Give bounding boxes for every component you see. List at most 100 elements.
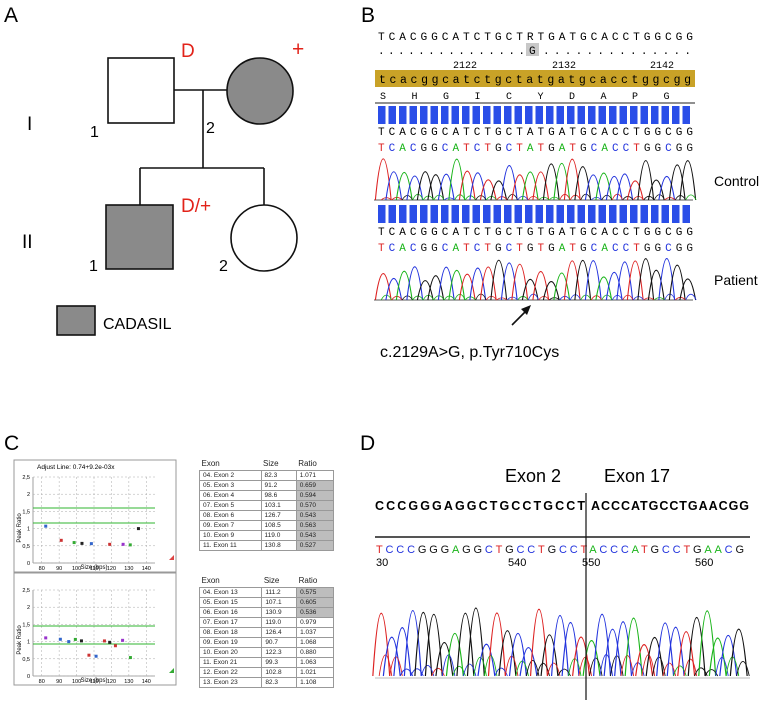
trace-peak [666,626,685,677]
base-call: G [495,143,502,155]
trace-peak [456,612,475,677]
trace-peak [595,172,613,201]
trace-peak [553,163,571,201]
data-point [67,640,71,644]
trace-peak [647,269,665,301]
quality-bar [546,106,554,124]
x-tick-label: 140 [142,566,151,572]
table2-size-cell: 90.7 [261,637,298,648]
data-point [121,542,125,546]
trace-peak [593,613,612,677]
x-tick-label: 120 [107,679,116,685]
trace-peak [477,643,496,677]
trace-peak [572,636,591,677]
data-point [113,644,117,648]
junction-seq-right: ACCCATGCCTGAACGG [591,499,749,513]
quality-bar [567,205,575,223]
table1-ratio-cell: 0.527 [295,540,335,551]
table2-size-cell: 99.3 [261,657,298,668]
data-point [80,541,84,545]
individual-ii2-female [230,204,298,272]
trace-peak [521,171,539,201]
trace-noise [704,669,719,677]
base-call: G [431,143,438,155]
table2-ratio-cell: 0.979 [296,617,334,628]
quality-bar [651,205,659,223]
table2-exon-cell: 09. Exon 19 [198,637,263,648]
quality-bar [619,205,627,223]
table1-exon-cell: 05. Exon 3 [199,480,262,491]
trace-peak [582,640,601,677]
table1-size-cell: 119.0 [260,530,297,541]
quality-bar [399,205,407,223]
quality-bar [682,205,690,223]
x-tick-label: 80 [39,679,45,685]
table1-size-cell: 103.1 [260,500,297,511]
x-tick-label: 120 [107,566,116,572]
trace-peak [490,260,508,301]
plot1-ylabel: Peak Ratio [17,513,23,543]
table2-size-cell: 126.4 [261,627,298,638]
trace-peak [395,172,413,201]
breakpoint-chromatogram [372,607,750,677]
quality-bar [514,106,522,124]
base-call: C [559,544,567,556]
table1-size-cell: 91.2 [260,480,297,491]
table2-ratio-cell: 1.068 [296,637,334,648]
data-point [73,637,77,641]
trace-peak [508,633,527,677]
trace-peak [385,277,403,301]
table1-ratio-cell: 1.071 [295,470,335,481]
quality-bar [577,106,585,124]
panel-c-label: C [4,432,19,455]
base-call: A [559,143,566,155]
trace-peak [424,613,443,677]
trace-peak [382,636,401,677]
trace-noise [431,667,445,677]
trace-noise [673,665,687,677]
panel-a-label: A [4,4,18,27]
base-call: C [442,143,449,155]
quality-bar [378,106,386,124]
base-call: C [591,243,598,255]
trace-peak [385,171,403,201]
base-call: C [665,143,672,155]
plot1-points [44,524,140,547]
quality-bar [388,205,396,223]
trace-peak [550,615,570,677]
junction-seq-left: CCCGGGAGGCTGCCTGCCT [375,499,585,513]
table2-exon-cell: 13. Exon 23 [198,677,263,688]
table2-exon-cell: 08. Exon 18 [198,627,263,638]
table2-header-ratio: Ratio [298,576,318,585]
amino-acid: A [601,92,607,103]
base-call: C [612,143,619,155]
position-tick: 550 [582,557,600,569]
base-call: C [623,143,630,155]
plot2-frame [13,572,177,686]
base-call: A [452,243,459,255]
trace-peak [637,160,655,201]
table1-ratio-cell: 0.563 [295,520,335,531]
quality-bar [399,106,407,124]
x-tick-label: 90 [56,679,62,685]
base-call: G [654,243,661,255]
base-call: G [473,544,482,556]
trace-peak [479,266,497,301]
base-call: C [410,243,417,255]
reference-sequence: TCACGGCATCTGCTRTGATGCACCTGGCGG [378,32,693,44]
amino-acid: G [443,92,449,103]
table1-header: Exon Size Ratio [200,459,334,471]
amino-acid: P [632,92,638,103]
trace-peak [584,260,602,301]
panel-d-label: D [360,432,375,455]
